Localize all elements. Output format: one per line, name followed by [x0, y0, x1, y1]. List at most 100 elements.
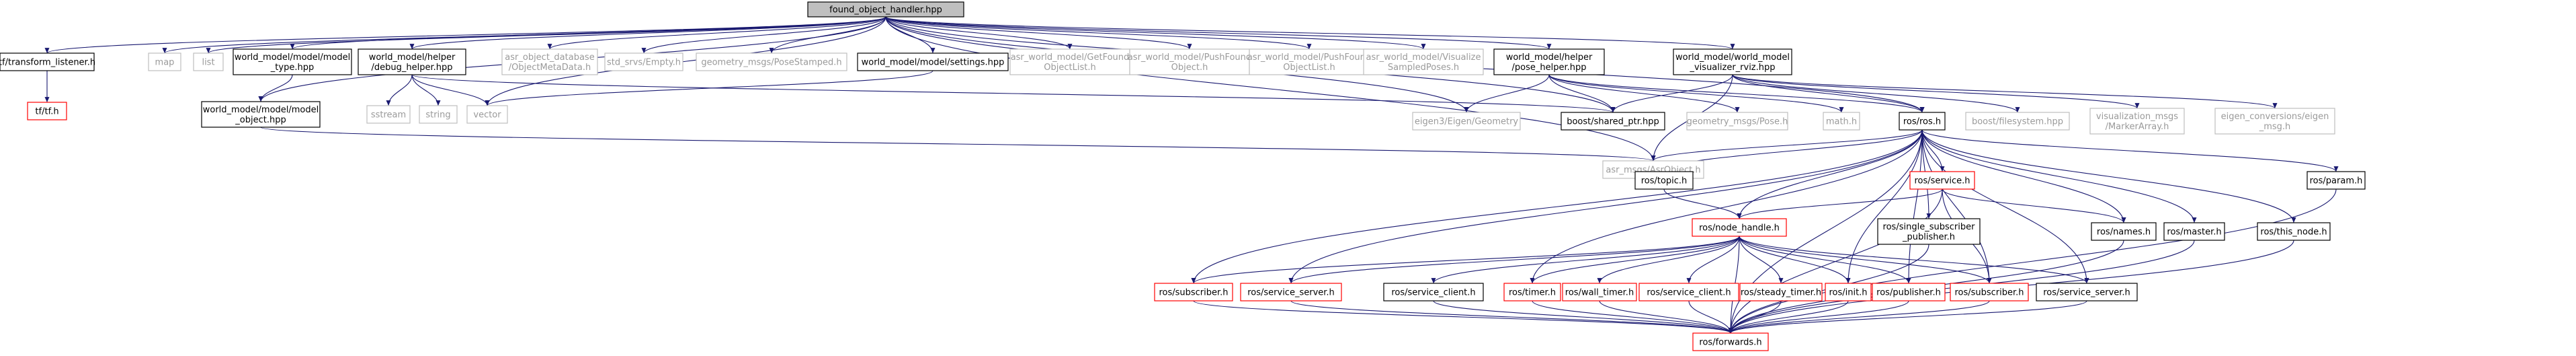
node-box	[807, 1, 964, 17]
node-ros-topic[interactable]: ros/topic.h	[1634, 171, 1694, 190]
node-label: _type.hpp	[270, 63, 314, 73]
node-ros-subscriber-h[interactable]: ros/subscriber.h	[1154, 283, 1233, 301]
node-root[interactable]: found_object_handler.hpp	[807, 1, 964, 17]
node-box	[1240, 283, 1342, 301]
node-ros-service[interactable]: ros/service.h	[1909, 171, 1975, 190]
node-geom-pose-stamped: geometry_msgs/PoseStamped.h	[696, 52, 847, 71]
node-ros-timer[interactable]: ros/timer.h	[1503, 283, 1561, 301]
node-ros-this-node[interactable]: ros/this_node.h	[2257, 222, 2331, 241]
edge-ros-to-ros_this_node	[1921, 129, 2296, 223]
edge-root-to-push_found_list	[885, 16, 1312, 50]
node-label: _visualizer_rviz.hpp	[1689, 63, 1775, 73]
node-box	[419, 105, 458, 124]
node-label: math.h	[1826, 117, 1857, 127]
node-label: ros/timer.h	[1509, 288, 1556, 298]
node-box	[1692, 332, 1769, 351]
node-box	[1009, 48, 1130, 75]
edge-root-to-asr_obj_db	[547, 16, 886, 50]
node-box	[1503, 283, 1561, 301]
edge-ros-to-ros_node_handle	[1737, 129, 1923, 219]
node-model-type[interactable]: world_model/model/model_type.hpp	[233, 48, 352, 75]
node-debug-helper[interactable]: world_model/helper/debug_helper.hpp	[358, 48, 466, 75]
node-box	[358, 48, 466, 75]
edge-ros_service-to-ros_node_handle	[1737, 188, 1943, 219]
edge-ros_node_handle-to-ros_service_server_b	[1739, 236, 2089, 284]
node-ros-publisher[interactable]: ros/publisher.h	[1872, 283, 1946, 301]
node-box	[201, 101, 321, 128]
edge-root-to-viz_rviz	[885, 16, 1735, 50]
node-ros-init[interactable]: ros/init.h	[1825, 283, 1872, 301]
node-box	[148, 52, 181, 71]
node-label: Object.h	[1171, 63, 1208, 73]
node-settings[interactable]: world_model/model/settings.hpp	[857, 52, 1009, 71]
edge-ros_subscriber_r-to-ros_forwards	[1728, 300, 1990, 334]
edge-root-to-std_srvs	[641, 16, 886, 54]
node-viz-rviz[interactable]: world_model/world_model_visualizer_rviz.…	[1673, 48, 1792, 75]
node-ros-service-client-b[interactable]: ros/service_client.h	[1383, 283, 1484, 301]
edge-ros_service-to-ros_names	[1942, 188, 2126, 223]
node-ros-param[interactable]: ros/param.h	[2307, 171, 2366, 190]
node-label: world_model/world_model	[1675, 52, 1790, 63]
edge-ros-to-ros_service_server_b	[1921, 129, 2089, 284]
node-ros[interactable]: ros/ros.h	[1899, 112, 1946, 131]
node-ros-service-server-r[interactable]: ros/service_server.h	[1240, 283, 1342, 301]
node-tf-tf[interactable]: tf/tf.h	[27, 102, 67, 120]
edge-viz_rviz-to-shared_ptr	[1610, 74, 1733, 113]
node-ros-node-handle[interactable]: ros/node_handle.h	[1692, 218, 1787, 237]
node-ros-names[interactable]: ros/names.h	[2091, 222, 2157, 241]
node-ros-steady-timer[interactable]: ros/steady_timer.h	[1739, 283, 1823, 301]
node-box	[2163, 222, 2225, 241]
edge-ros-to-ros_master	[1921, 129, 2197, 223]
node-ros-single-sub[interactable]: ros/single_subscriber_publisher.h	[1877, 218, 1981, 245]
node-label: found_object_handler.hpp	[829, 5, 942, 15]
node-label: tf/transform_listener.h	[0, 58, 95, 68]
edge-debug_helper-to-string	[411, 74, 441, 106]
edge-root-to-get_found	[885, 16, 1073, 50]
node-box	[1129, 48, 1250, 75]
edge-viz_rviz-to-boost_fs	[1732, 74, 2020, 113]
node-ros-wall-timer[interactable]: ros/wall_timer.h	[1562, 283, 1637, 301]
node-label: ros/param.h	[2310, 176, 2363, 186]
edge-root-to-push_found	[885, 16, 1192, 50]
node-label: ros/service_client.h	[1391, 288, 1475, 298]
node-box	[1739, 283, 1823, 301]
node-box	[1872, 283, 1946, 301]
node-shared-ptr[interactable]: boost/shared_ptr.hpp	[1561, 112, 1665, 131]
edge-ros_timer-to-ros_forwards	[1532, 300, 1733, 334]
edge-ros-to-ros_service_server_r	[1288, 129, 1923, 284]
node-ros-service-client-r[interactable]: ros/service_client.h	[1638, 283, 1739, 301]
node-label: ros/service.h	[1914, 176, 1970, 186]
node-ros-master[interactable]: ros/master.h	[2163, 222, 2225, 241]
node-box	[27, 102, 67, 120]
edge-root-to-list	[206, 16, 886, 54]
node-model-object[interactable]: world_model/model/model_object.hpp	[201, 101, 321, 128]
node-box	[1899, 112, 1946, 131]
node-tf-listener[interactable]: tf/transform_listener.h	[0, 52, 95, 71]
node-label: eigen3/Eigen/Geometry	[1415, 117, 1519, 127]
node-ros-forwards[interactable]: ros/forwards.h	[1692, 332, 1769, 351]
edge-ros-to-ros_init	[1845, 129, 1923, 284]
node-label: _msg.h	[2259, 122, 2291, 132]
node-label: ros/master.h	[2167, 227, 2221, 238]
node-label: sstream	[371, 110, 406, 120]
edge-ros_param-to-ros_forwards	[1728, 188, 2337, 334]
edge-root-to-pose_helper	[885, 16, 1552, 50]
node-label: asr_object_database	[505, 52, 594, 63]
node-label: ros/init.h	[1829, 288, 1867, 298]
edge-ros-to-ros_subscriber_h	[1191, 129, 1923, 284]
edge-ros_node_handle-to-ros_service_client_b	[1431, 236, 1740, 284]
edge-ros_service_server_b-to-ros_forwards	[1728, 300, 2087, 334]
node-label: ros/wall_timer.h	[1565, 288, 1634, 298]
node-box	[1686, 112, 1788, 131]
node-ros-subscriber-r[interactable]: ros/subscriber.h	[1950, 283, 2029, 301]
edge-viz_rviz-to-vis_marker	[1732, 74, 2140, 109]
node-std-srvs: std_srvs/Empty.h	[604, 52, 683, 71]
edge-pose_helper-to-math	[1548, 74, 1844, 113]
node-ros-service-server-b[interactable]: ros/service_server.h	[2036, 283, 2138, 301]
node-label: boost/shared_ptr.hpp	[1567, 117, 1659, 127]
node-pose-helper[interactable]: world_model/helper/pose_helper.hpp	[1493, 48, 1605, 75]
node-label: std_srvs/Empty.h	[607, 58, 681, 68]
